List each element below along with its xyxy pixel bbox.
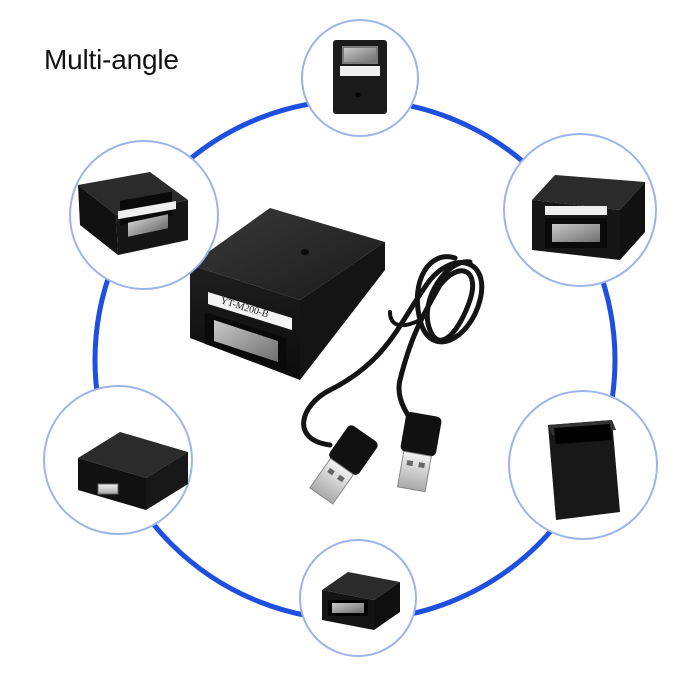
thumbnail-middle-right-view [508, 390, 658, 540]
thumbnail-middle-left-view [43, 385, 193, 535]
usb-plug-right [396, 412, 442, 493]
usb-cable [301, 254, 485, 448]
usb-plug-left [309, 425, 378, 505]
thumbnail-upper-left-view [69, 140, 219, 290]
thumbnail-upper-right-view [503, 133, 657, 287]
thumbnail-top-view [301, 19, 419, 137]
center-scanner-device: YT-M200-B [190, 208, 385, 380]
thumbnail-bottom-view [299, 539, 417, 657]
page-title: Multi-angle [44, 44, 179, 75]
